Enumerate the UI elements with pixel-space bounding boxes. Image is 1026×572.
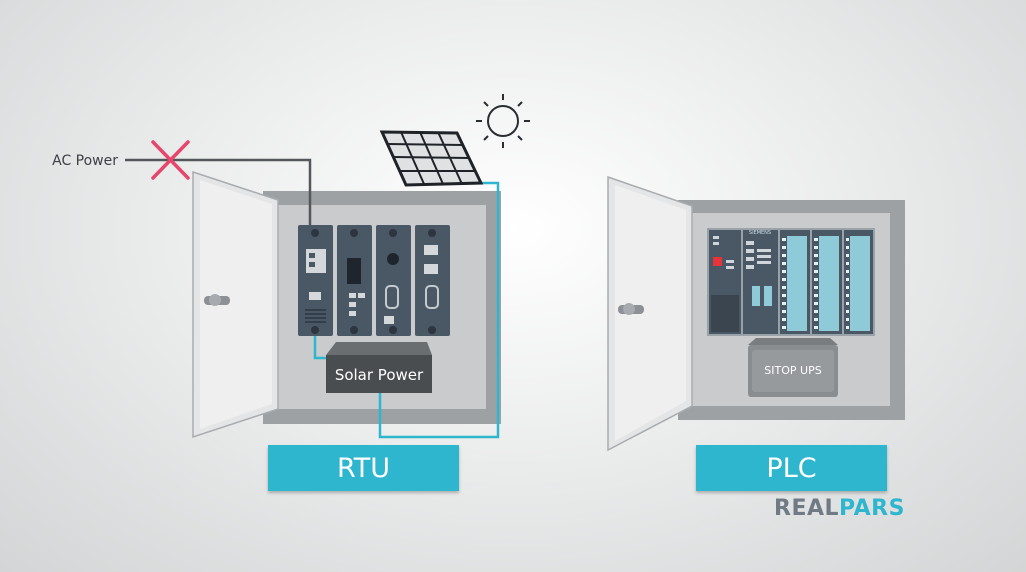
plc-io-module-2 [812, 230, 842, 334]
plc-cpu-module: SIEMENS [743, 230, 778, 334]
plc-label: PLC [696, 445, 887, 491]
sitop-ups-label: SITOP UPS [764, 364, 821, 377]
rtu-module-cpu [337, 225, 372, 336]
rtu-module-power [298, 225, 333, 336]
sun-icon [476, 94, 530, 148]
plc-brand-text: SIEMENS [749, 230, 771, 236]
logo-part-pars: PARS [839, 496, 905, 521]
rtu-label: RTU [268, 445, 459, 491]
solar-panel-icon [379, 130, 484, 187]
logo-part-real: REAL [774, 496, 840, 521]
realpars-logo: REALPARS [774, 496, 905, 521]
solar-power-label: Solar Power [335, 366, 424, 384]
plc-io-module-1 [780, 230, 810, 334]
plc-rack: SIEMENS [707, 228, 875, 336]
plc-door-handle [618, 303, 644, 315]
rtu-door-handle [204, 294, 230, 306]
rtu-module-io [376, 225, 411, 336]
ac-power-line: AC Power [52, 153, 312, 225]
solar-power-unit: Solar Power [326, 342, 432, 393]
plc-psu-module [709, 230, 741, 334]
rtu-door-panel [200, 180, 272, 429]
plc-enclosure: SIEMENS [607, 175, 905, 452]
plc-io-module-3 [844, 230, 873, 334]
cross-mark-icon [151, 140, 190, 180]
rtu-enclosure: Solar Power [192, 170, 501, 439]
ac-power-label: AC Power [52, 153, 118, 169]
plc-door-panel [615, 185, 686, 441]
sitop-ups-unit: SITOP UPS [748, 338, 838, 397]
rtu-module-comm [415, 225, 450, 336]
